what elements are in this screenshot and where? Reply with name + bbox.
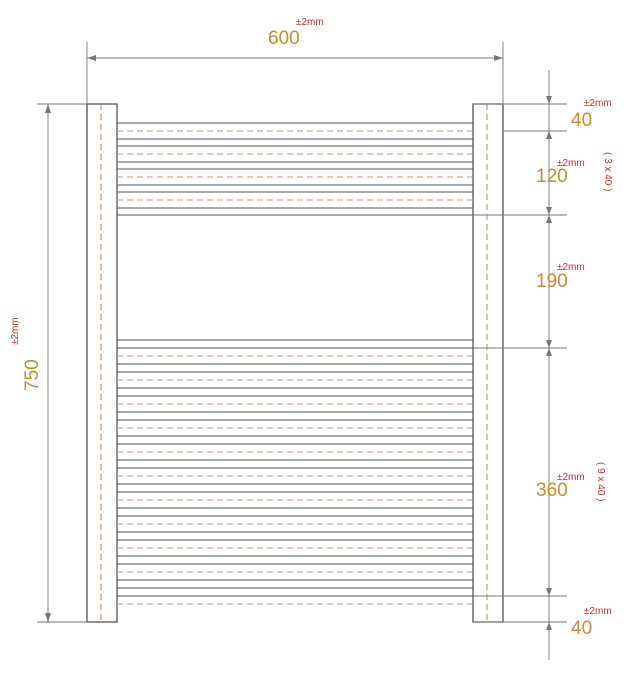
lower-rail-group bbox=[117, 339, 473, 605]
rail bbox=[117, 539, 473, 557]
rail bbox=[117, 191, 473, 209]
right-vertical-bar bbox=[472, 103, 504, 623]
width-value: 600 bbox=[268, 28, 300, 49]
rail bbox=[117, 443, 473, 461]
top-spacing-tolerance: ±2mm bbox=[584, 98, 612, 109]
width-dimension: 600 ±2mm bbox=[86, 17, 504, 104]
upper-group-height-tolerance: ±2mm bbox=[557, 158, 585, 169]
bottom-spacing-value: 40 bbox=[571, 618, 592, 639]
gap-height-tolerance: ±2mm bbox=[557, 262, 585, 273]
top-spacing-value: 40 bbox=[571, 110, 592, 131]
lower-group-height-value: 360 bbox=[536, 480, 568, 501]
rail bbox=[117, 491, 473, 509]
right-dimension-chain: 40 ±2mm 120 ±2mm ( 3 x 40 ) 190 ±2mm 360… bbox=[473, 70, 613, 660]
upper-rail-group bbox=[117, 122, 473, 216]
rail bbox=[117, 145, 473, 163]
height-dimension: 750 ±2mm bbox=[10, 103, 87, 623]
rail bbox=[117, 515, 473, 533]
width-tolerance: ±2mm bbox=[296, 17, 324, 28]
rail bbox=[117, 168, 473, 186]
rail bbox=[117, 347, 473, 365]
rail bbox=[117, 371, 473, 389]
lower-group-note: ( 9 x 40 ) bbox=[595, 462, 606, 501]
rail bbox=[117, 563, 473, 581]
lower-group-height-tolerance: ±2mm bbox=[557, 472, 585, 483]
rail bbox=[117, 419, 473, 437]
bottom-spacing-tolerance: ±2mm bbox=[584, 606, 612, 617]
gap-height-value: 190 bbox=[536, 271, 568, 292]
left-vertical-bar bbox=[86, 103, 118, 623]
rail bbox=[117, 467, 473, 485]
upper-group-note: ( 3 x 40 ) bbox=[602, 152, 613, 191]
rail bbox=[117, 122, 473, 140]
upper-group-height-value: 120 bbox=[536, 166, 568, 187]
height-tolerance: ±2mm bbox=[10, 317, 21, 345]
rail bbox=[117, 395, 473, 413]
height-value: 750 bbox=[22, 359, 43, 391]
